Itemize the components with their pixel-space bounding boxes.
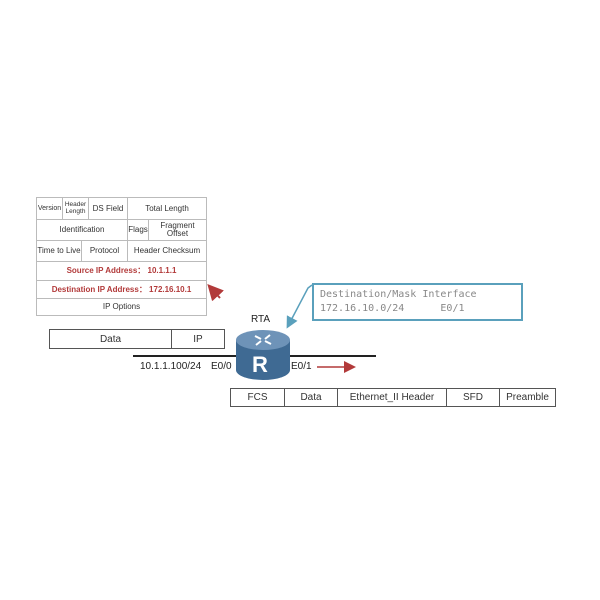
router-name: RTA bbox=[251, 314, 271, 325]
left-ip-label: 10.1.1.100/24 bbox=[140, 361, 202, 372]
router-icon bbox=[236, 330, 290, 380]
frame-preamble: Preamble bbox=[499, 388, 556, 407]
router-letter: R bbox=[252, 352, 268, 377]
routing-table-callout: Destination/Mask Interface 172.16.10.0/24… bbox=[312, 283, 523, 321]
left-interface-label: E0/0 bbox=[211, 361, 232, 372]
frame-fcs: FCS bbox=[230, 388, 285, 407]
routing-table-row: 172.16.10.0/24 E0/1 bbox=[320, 303, 465, 314]
routing-table-header: Destination/Mask Interface bbox=[320, 289, 477, 300]
ip-options-field: IP Options bbox=[36, 298, 207, 316]
frame-data: Data bbox=[284, 388, 338, 407]
frame-ethernet-header: Ethernet_II Header bbox=[337, 388, 447, 407]
frame-sfd: SFD bbox=[446, 388, 500, 407]
callout-pointer bbox=[286, 284, 313, 329]
up-arrow bbox=[207, 284, 224, 302]
right-interface-label: E0/1 bbox=[291, 361, 312, 372]
packet-ip: IP bbox=[171, 329, 225, 349]
packet-data: Data bbox=[49, 329, 172, 349]
